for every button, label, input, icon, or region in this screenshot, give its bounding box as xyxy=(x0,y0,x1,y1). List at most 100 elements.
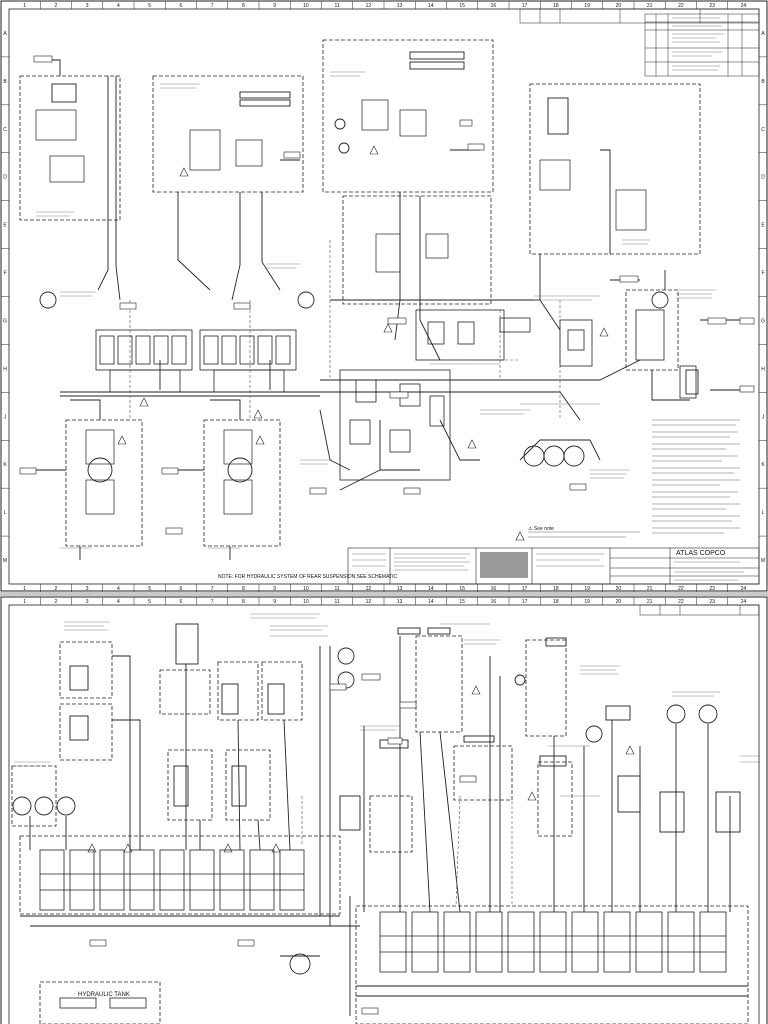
grid-column-label: 15 xyxy=(459,586,465,592)
grid-row-label: A xyxy=(3,31,7,37)
sheet-2-triangles xyxy=(87,685,635,853)
pilot-lines xyxy=(129,240,561,420)
grid-row-label: C xyxy=(3,127,7,133)
sheet-separator xyxy=(0,592,768,596)
sheet-2-groups xyxy=(11,635,749,1024)
grid-column-label: 8 xyxy=(242,3,245,9)
grid-column-label: 4 xyxy=(117,3,120,9)
grid-column-label: 2 xyxy=(54,586,57,592)
grid-column-label: 13 xyxy=(397,3,403,9)
title-block xyxy=(347,547,760,585)
grid-column-label: 20 xyxy=(616,599,622,605)
sheet-2-cylinders xyxy=(69,623,741,833)
box-feed-unit xyxy=(529,83,701,255)
grid-column-label: 16 xyxy=(491,586,497,592)
control-valve-bank-left xyxy=(95,329,193,393)
sheet-2-lines xyxy=(20,636,748,1016)
sheet-2-tags xyxy=(89,673,477,1015)
grid-column-label: 4 xyxy=(117,599,120,605)
grid-column-label: 18 xyxy=(553,586,559,592)
grid-column-label: 4 xyxy=(117,586,120,592)
grid-column-label: 15 xyxy=(459,599,465,605)
grid-column-label: 11 xyxy=(335,586,340,592)
grid-column-label: 24 xyxy=(741,586,747,592)
grid-row-label: L xyxy=(4,510,7,516)
grid-row-label: C xyxy=(761,127,765,133)
notes-column xyxy=(528,419,740,538)
grid-column-label: 13 xyxy=(397,599,403,605)
grid-column-label: 5 xyxy=(148,586,151,592)
grid-column-label: 19 xyxy=(584,3,590,9)
grid-row-label: K xyxy=(761,462,765,468)
grid-column-label: 1 xyxy=(23,586,26,592)
grid-column-label: 8 xyxy=(242,599,245,605)
grid-column-label: 11 xyxy=(335,3,340,9)
grid-column-label: 10 xyxy=(303,599,309,605)
sheet-2-pilots xyxy=(301,795,513,907)
grid-row-label: F xyxy=(3,271,6,277)
grid-column-label: 16 xyxy=(491,599,497,605)
grid-column-label: 23 xyxy=(709,599,715,605)
grid-column-label: 2 xyxy=(54,3,57,9)
grid-column-label: 21 xyxy=(647,586,653,592)
box-boom-control xyxy=(152,75,304,193)
revision-table xyxy=(519,8,760,77)
grid-row-label: E xyxy=(761,223,765,229)
grid-row-label: K xyxy=(3,462,7,468)
scatter-labels xyxy=(36,71,716,549)
grid-column-label: 3 xyxy=(86,599,89,605)
grid-column-label: 22 xyxy=(678,599,684,605)
grid-row-label: D xyxy=(3,175,7,181)
grid-row-label: G xyxy=(761,318,765,324)
pumps-and-motors xyxy=(39,118,669,483)
tag-labels xyxy=(19,55,755,535)
grid-column-label: 22 xyxy=(678,586,684,592)
column-ticks-2 xyxy=(40,597,728,605)
grid-column-label: 6 xyxy=(179,599,182,605)
revision-strip-2 xyxy=(639,604,760,616)
sheet-2-motors xyxy=(12,647,718,975)
footer-note: NOTE: FOR HYDRAULIC SYSTEM OF REAR SUSPE… xyxy=(218,574,397,580)
grid-column-label: 12 xyxy=(366,599,372,605)
grid-column-label: 2 xyxy=(54,599,57,605)
cylinders xyxy=(51,51,699,395)
sheet-1-drawing: 1122334455667788991010111112121313141415… xyxy=(0,0,768,592)
outer-border-2 xyxy=(0,596,768,1024)
grid-column-label: 6 xyxy=(179,3,182,9)
center-manifold xyxy=(339,369,451,481)
grid-column-label: 1 xyxy=(23,599,26,605)
tank-details xyxy=(59,997,147,1009)
grid-row-label: G xyxy=(3,318,7,324)
grid-column-label: 9 xyxy=(273,599,276,605)
grid-column-label: 16 xyxy=(491,3,497,9)
grid-row-label: M xyxy=(3,558,7,564)
grid-column-label: 18 xyxy=(553,3,559,9)
grid-column-label: 24 xyxy=(741,3,747,9)
sheet-2-scatter-text xyxy=(14,613,760,797)
grid-column-label: 21 xyxy=(647,3,653,9)
grid-column-label: 7 xyxy=(211,599,214,605)
grid-column-label: 17 xyxy=(522,586,528,592)
group-label: HYDRAULIC TANK xyxy=(78,992,130,998)
grid-column-label: 6 xyxy=(179,586,182,592)
company-name: ATLAS COPCO xyxy=(676,550,726,557)
grid-row-label: E xyxy=(3,223,7,229)
grid-column-label: 3 xyxy=(86,586,89,592)
box-valve-block xyxy=(342,195,492,305)
grid-column-label: 14 xyxy=(428,3,434,9)
title-block-lines xyxy=(352,553,744,581)
column-ticks xyxy=(40,1,728,592)
column-labels: 1122334455667788991010111112121313141415… xyxy=(23,3,746,592)
grid-column-label: 9 xyxy=(273,3,276,9)
grid-column-label: 24 xyxy=(741,599,747,605)
grid-column-label: 12 xyxy=(366,586,372,592)
control-valve-bank-right xyxy=(199,329,297,393)
grid-column-label: 23 xyxy=(709,586,715,592)
box-pump-left xyxy=(65,419,143,547)
grid-row-label: J xyxy=(762,414,765,420)
grid-column-label: 19 xyxy=(584,599,590,605)
grid-column-label: 23 xyxy=(709,3,715,9)
grid-column-label: 5 xyxy=(148,3,151,9)
